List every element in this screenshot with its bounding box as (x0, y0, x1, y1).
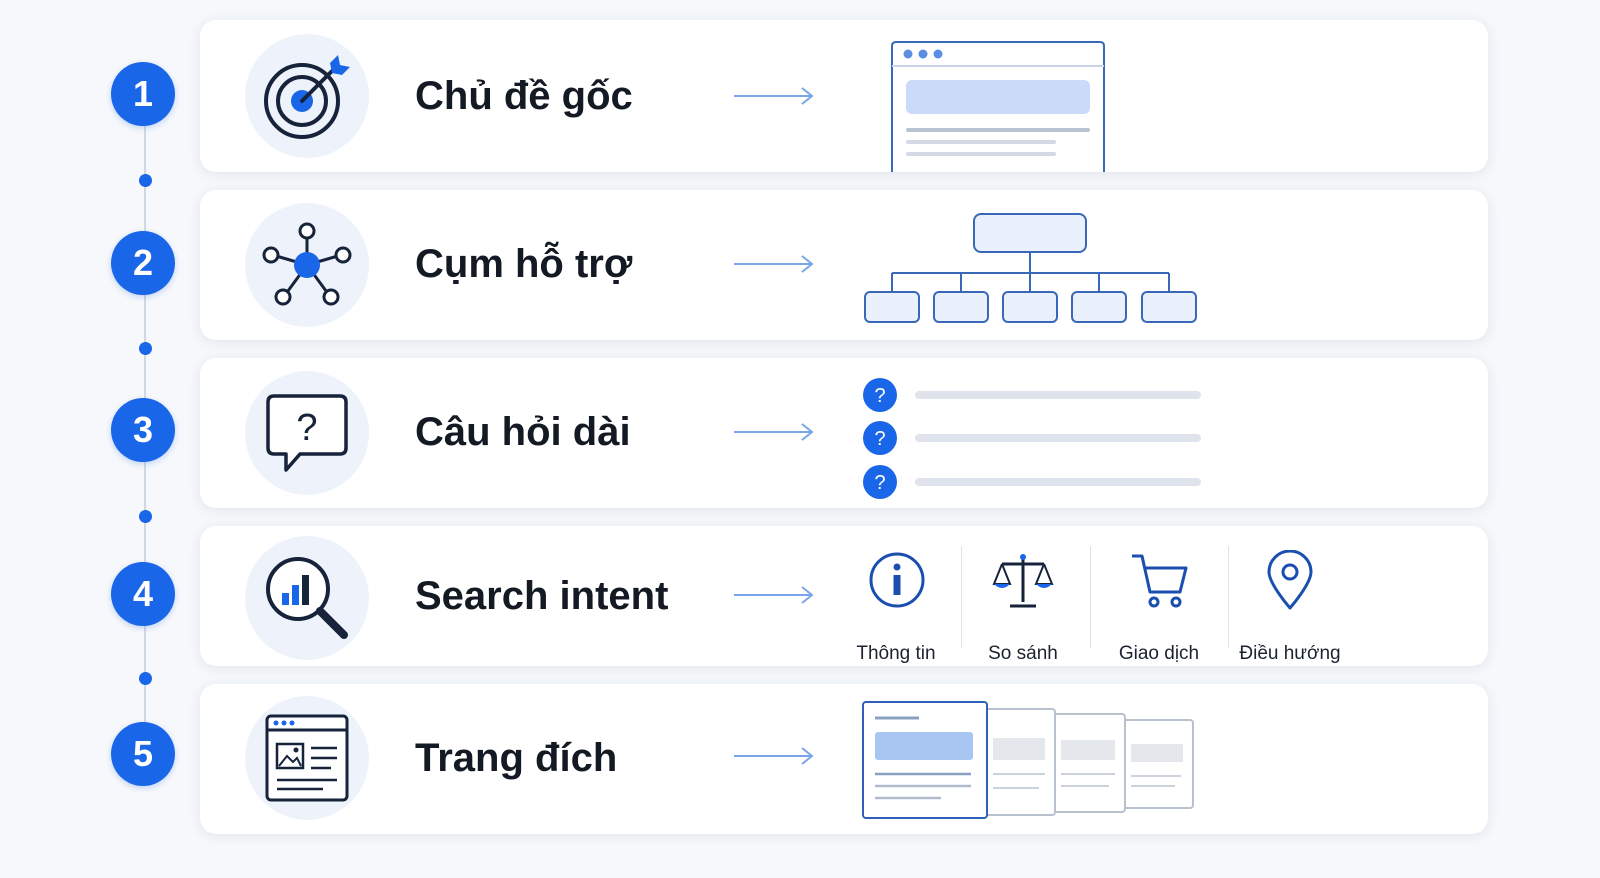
target-icon (245, 34, 369, 158)
step-number-5: 5 (111, 722, 175, 786)
connector-dot (139, 342, 152, 355)
landing-page-icon (245, 696, 369, 820)
webpage-wireframe (891, 41, 1105, 172)
arrow-icon (734, 255, 814, 273)
svg-text:?: ? (874, 472, 885, 494)
divider (1090, 546, 1091, 648)
intent-informational: Thông tin (841, 546, 951, 668)
scale-icon (992, 554, 1054, 608)
hierarchy-tree (864, 213, 1197, 323)
step-card-2: Cụm hỗ trợ (200, 190, 1488, 340)
divider (1228, 546, 1229, 648)
stacked-pages (862, 701, 1194, 819)
map-pin-icon (1267, 550, 1313, 610)
question-list: ? ? ? (863, 378, 1201, 499)
info-icon (869, 552, 925, 608)
arrow-icon (734, 423, 814, 441)
step-number-4: 4 (111, 562, 175, 626)
connector-dot (139, 510, 152, 523)
connector-dot (139, 174, 152, 187)
intent-transactional: Giao dịch (1104, 546, 1214, 668)
step-number-1: 1 (111, 62, 175, 126)
svg-text:?: ? (874, 385, 885, 407)
svg-text:?: ? (296, 407, 317, 449)
step-card-3: ? Câu hỏi dài ? ? ? (200, 358, 1488, 508)
connector-dot (139, 672, 152, 685)
intent-label-informational: Thông tin (856, 643, 936, 664)
intent-comparison: So sánh (968, 546, 1078, 668)
intent-label-navigational: Điều hướng (1239, 643, 1341, 664)
step-number-3: 3 (111, 398, 175, 462)
arrow-icon (734, 87, 814, 105)
intent-navigational: Điều hướng (1235, 546, 1345, 668)
step-card-1: Chủ đề gốc (200, 20, 1488, 172)
step-card-4: Search intent Thông tin So sánh (200, 526, 1488, 666)
intent-label-comparison: So sánh (988, 643, 1058, 664)
search-chart-icon (245, 536, 369, 660)
cart-icon (1132, 554, 1188, 608)
step-title-1: Chủ đề gốc (415, 74, 633, 118)
divider (961, 546, 962, 648)
intent-label-transactional: Giao dịch (1118, 643, 1200, 664)
arrow-icon (734, 586, 814, 604)
question-bubble-icon: ? (245, 371, 369, 495)
step-title-5: Trang đích (415, 736, 618, 780)
step-card-5: Trang đích (200, 684, 1488, 834)
svg-text:?: ? (874, 428, 885, 450)
step-title-2: Cụm hỗ trợ (415, 242, 633, 286)
step-title-4: Search intent (415, 574, 669, 618)
step-number-2: 2 (111, 231, 175, 295)
step-title-3: Câu hỏi dài (415, 410, 631, 454)
arrow-icon (734, 747, 814, 765)
network-hub-icon (245, 203, 369, 327)
